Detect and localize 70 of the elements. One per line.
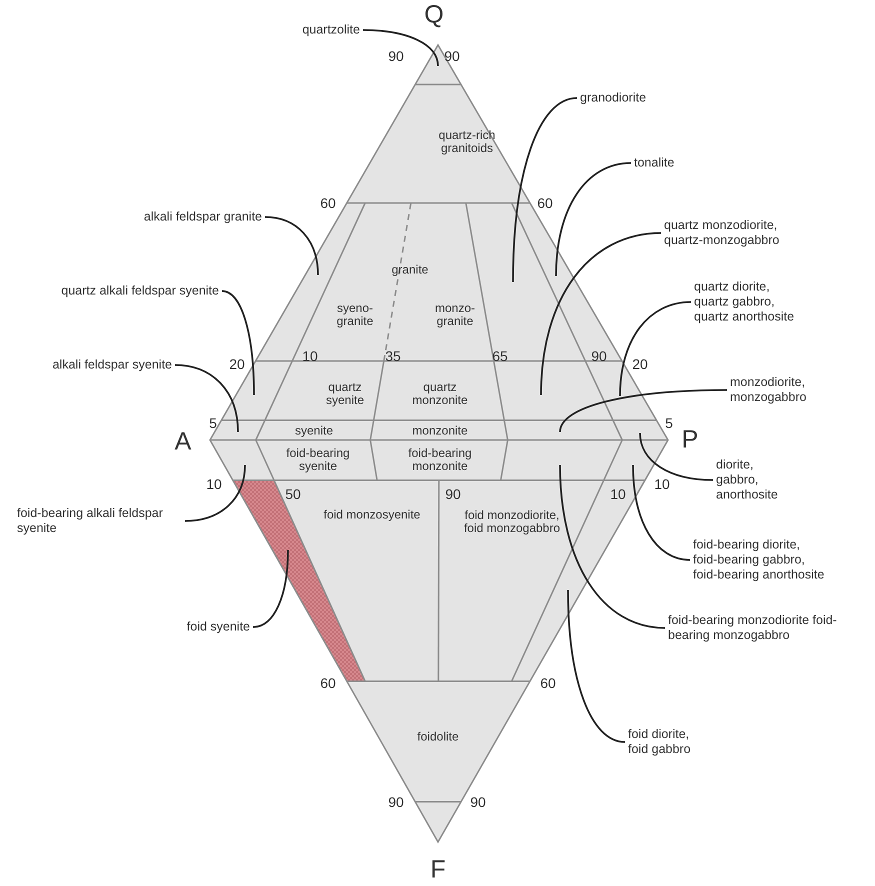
leader-line <box>632 464 690 561</box>
scale-value: 90 <box>388 794 404 810</box>
scale-value: 50 <box>285 486 301 502</box>
rock-name-label: monzodiorite, monzogabbro <box>730 375 806 405</box>
leader-line <box>252 550 289 628</box>
rock-name-label: tonalite <box>634 156 674 170</box>
leader-line <box>619 301 692 396</box>
scale-value: 90 <box>470 794 486 810</box>
scale-value: 35 <box>385 348 401 364</box>
scale-value: 5 <box>665 415 673 431</box>
leader-line <box>264 216 319 276</box>
field-name: foidolite <box>417 730 459 744</box>
scale-value: 10 <box>206 476 222 492</box>
leader-line <box>555 162 632 276</box>
field-name: granite <box>392 264 428 276</box>
vertex-letter: Q <box>424 0 444 30</box>
leader-line <box>540 232 662 396</box>
vertex-letter: F <box>430 856 446 884</box>
scale-value: 60 <box>320 675 336 691</box>
rock-name-label: quartz monzodiorite, quartz-monzogabbro <box>664 218 780 248</box>
scale-value: 90 <box>591 348 607 364</box>
field-name: monzonite <box>412 424 468 438</box>
vertex-letter: P <box>682 426 698 454</box>
rock-name-label: foid diorite, foid gabbro <box>628 727 691 757</box>
field-name: quartz-rich granitoids <box>438 129 496 155</box>
rock-name-label: quartzolite <box>302 22 360 38</box>
scale-value: 10 <box>610 486 626 502</box>
scale-value: 10 <box>654 476 670 492</box>
scale-value: 60 <box>537 195 553 211</box>
leader-line <box>639 432 714 481</box>
subfield-name: syeno- granite <box>330 302 379 328</box>
field-name: foid monzosyenite <box>324 508 420 522</box>
scale-value: 20 <box>632 356 648 372</box>
field-name: quartz monzonite <box>411 381 469 407</box>
rock-name-label: foid-bearing diorite, foid-bearing gabbro, foid-bearing anorthosite <box>693 538 824 582</box>
field-name: foid-bearing monzonite <box>407 447 473 473</box>
vertex-letter: A <box>174 428 192 456</box>
leader-line <box>222 290 255 396</box>
rock-name-label: alkali feldspar granite <box>144 210 262 224</box>
rock-name-label: quartz diorite, quartz gabbro, quartz anorthosite <box>694 280 794 324</box>
rock-name-label: quartz alkali feldspar syenite <box>61 284 219 298</box>
rock-name-label: foid syenite <box>186 620 250 634</box>
rock-name-label: diorite, gabbro, anorthosite <box>716 458 778 502</box>
rock-name-label: foid-bearing monzodiorite foid-bearing monzogabbro <box>668 613 863 643</box>
scale-value: 20 <box>229 356 245 372</box>
scale-value: 65 <box>492 348 508 364</box>
leader-line <box>559 389 728 432</box>
leader-line <box>567 590 626 743</box>
rock-name-label: granodiorite <box>580 90 646 106</box>
scale-value: 90 <box>444 48 460 64</box>
leader-line <box>559 464 666 629</box>
leader-line <box>184 464 246 522</box>
rock-name-label: foid-bearing alkali feldspar syenite <box>17 506 182 536</box>
scale-value: 10 <box>302 348 318 364</box>
scale-value: 60 <box>320 195 336 211</box>
subfield-name: monzo- granite <box>430 302 479 328</box>
scale-value: 90 <box>388 48 404 64</box>
field-name: quartz syenite <box>324 381 365 407</box>
scale-value: 90 <box>445 486 461 502</box>
leader-line <box>362 29 439 66</box>
field-name: foid monzodiorite, foid monzogabbro <box>464 508 560 535</box>
leader-line <box>174 364 239 432</box>
field-name: syenite <box>294 424 333 438</box>
rock-field <box>370 420 508 440</box>
scale-value: 60 <box>540 675 556 691</box>
rock-name-label: alkali feldspar syenite <box>52 358 172 372</box>
scale-value: 5 <box>209 415 217 431</box>
rock-field <box>370 440 508 480</box>
rock-field <box>346 84 530 203</box>
field-name: foid-bearing syenite <box>285 447 351 473</box>
